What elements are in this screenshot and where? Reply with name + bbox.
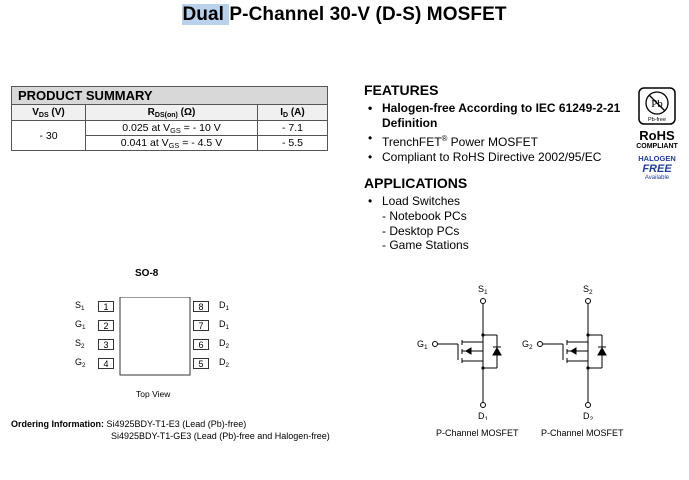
rohs-compliant: COMPLIANT xyxy=(636,143,678,150)
available-label: Available xyxy=(644,175,670,181)
product-summary-table: PRODUCT SUMMARY VDS (V) RDS(on) (Ω) ID (… xyxy=(11,86,328,151)
channel-arrow xyxy=(570,347,577,355)
applications-list: Load Switches xyxy=(364,194,564,209)
source-terminal xyxy=(480,298,486,304)
title-highlight: Dual xyxy=(182,4,230,25)
junction-dot xyxy=(481,333,485,337)
id-value: - 5.5 xyxy=(257,135,328,151)
package-name: SO-8 xyxy=(135,268,159,279)
source-label: S1 xyxy=(478,284,488,296)
pin-label: D1 xyxy=(219,300,230,312)
vds-value: - 30 xyxy=(11,120,86,151)
gate-label: G1 xyxy=(417,339,428,351)
col-rds-header: RDS(on) (Ω) xyxy=(85,104,258,121)
pin-label: D2 xyxy=(219,338,230,350)
list-item: Load Switches xyxy=(364,194,564,209)
pin-number: 1 xyxy=(98,301,114,312)
diode-icon xyxy=(597,346,607,356)
col-vds-header: VDS (V) xyxy=(11,104,86,121)
ordering-information: Ordering Information: Si4925BDY-T1-E3 (L… xyxy=(11,418,330,442)
top-view-label: Top View xyxy=(136,389,171,399)
pin-label: S1 xyxy=(75,300,85,312)
junction-dot xyxy=(481,366,485,370)
table-row: 0.041 at VGS = - 4.5 V - 5.5 xyxy=(12,135,328,151)
list-item: - Game Stations xyxy=(382,238,469,252)
source-terminal xyxy=(585,298,591,304)
list-item: - Desktop PCs xyxy=(382,223,460,238)
applications-heading: APPLICATIONS xyxy=(364,175,468,191)
features-list: Halogen-free According to IEC 61249-2-21… xyxy=(364,101,626,165)
list-item: Halogen-free According to IEC 61249-2-21… xyxy=(364,101,626,131)
gate-terminal xyxy=(432,341,438,347)
pin-number: 4 xyxy=(98,358,114,369)
page-title: Dual P-Channel 30-V (D-S) MOSFET xyxy=(0,4,689,26)
col-id-header: ID (A) xyxy=(257,104,328,121)
drain-label: D2 xyxy=(583,411,594,420)
list-item: TrenchFET® Power MOSFET xyxy=(364,131,626,150)
title-rest: P-Channel 30-V (D-S) MOSFET xyxy=(229,4,507,25)
applications-sublist: - Notebook PCs - Desktop PCs - Game Stat… xyxy=(364,209,564,253)
drain-terminal xyxy=(585,402,591,408)
pin-label: S2 xyxy=(75,338,85,350)
ordering-line2: Si4925BDY-T1-GE3 (Lead (Pb)-free and Hal… xyxy=(111,431,330,441)
pin-label: D1 xyxy=(219,319,230,331)
svg-text:Pb: Pb xyxy=(651,98,663,110)
drain-label: D1 xyxy=(478,411,489,420)
pin-number: 5 xyxy=(193,358,209,369)
pb-free-icon: Pb Pb-free xyxy=(638,87,676,125)
pin-number: 6 xyxy=(193,339,209,350)
gate-label: G2 xyxy=(522,339,533,351)
halogen-label: HALOGEN xyxy=(638,154,676,163)
ordering-label: Ordering Information: xyxy=(11,419,104,429)
features-heading: FEATURES xyxy=(364,82,439,98)
diode-icon xyxy=(492,346,502,356)
mosfet-caption-1: P-Channel MOSFET xyxy=(436,428,519,438)
list-item: Compliant to RoHS Directive 2002/95/EC xyxy=(364,150,626,165)
so8-package-outline xyxy=(119,297,191,376)
rohs-badge: Pb Pb-free RoHS COMPLIANT HALOGEN FREE A… xyxy=(628,86,686,181)
list-item: - Notebook PCs xyxy=(382,209,467,223)
rds-value: 0.025 at VGS = - 10 V xyxy=(85,120,258,136)
pin-number: 2 xyxy=(98,320,114,331)
pin-number: 3 xyxy=(98,339,114,350)
pin-label: G2 xyxy=(75,357,86,369)
channel-arrow xyxy=(465,347,472,355)
svg-text:Pb-free: Pb-free xyxy=(648,117,666,123)
ordering-line1: Si4925BDY-T1-E3 (Lead (Pb)-free) xyxy=(106,419,247,429)
junction-dot xyxy=(586,366,590,370)
pin-label: G1 xyxy=(75,319,86,331)
drain-terminal xyxy=(480,402,486,408)
table-row: - 30 0.025 at VGS = - 10 V - 7.1 xyxy=(11,120,328,151)
rohs-label: RoHS xyxy=(639,128,675,143)
rds-value: 0.041 at VGS = - 4.5 V xyxy=(85,135,258,151)
gate-terminal xyxy=(537,341,543,347)
free-label: FREE xyxy=(642,163,672,175)
source-label: S2 xyxy=(583,284,593,296)
junction-dot xyxy=(586,333,590,337)
pin-label: D2 xyxy=(219,357,230,369)
product-summary-heading: PRODUCT SUMMARY xyxy=(11,86,328,105)
id-value: - 7.1 xyxy=(257,120,328,136)
pin-number: 7 xyxy=(193,320,209,331)
mosfet-caption-2: P-Channel MOSFET xyxy=(541,428,624,438)
pin-number: 8 xyxy=(193,301,209,312)
